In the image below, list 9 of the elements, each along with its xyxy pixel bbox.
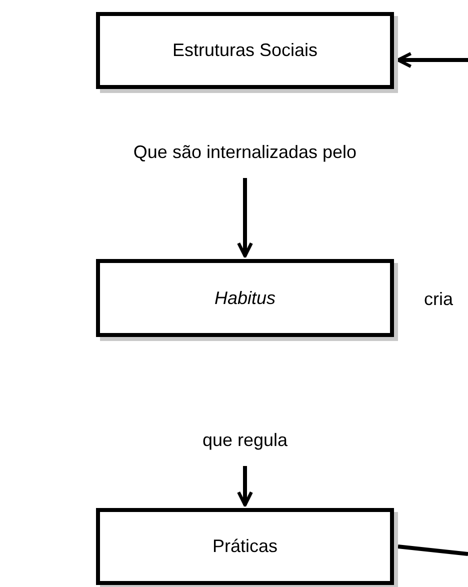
arrow (237, 466, 253, 507)
side-label: cria (424, 288, 454, 311)
box-label: Habitus (214, 286, 276, 310)
arrow (237, 178, 253, 258)
arrow (396, 52, 468, 68)
box-label: que regula (202, 428, 288, 452)
box-label: Estruturas Sociais (172, 39, 318, 62)
box-label: Que são internalizadas pelo (133, 140, 357, 164)
box-label: Práticas (212, 535, 278, 558)
